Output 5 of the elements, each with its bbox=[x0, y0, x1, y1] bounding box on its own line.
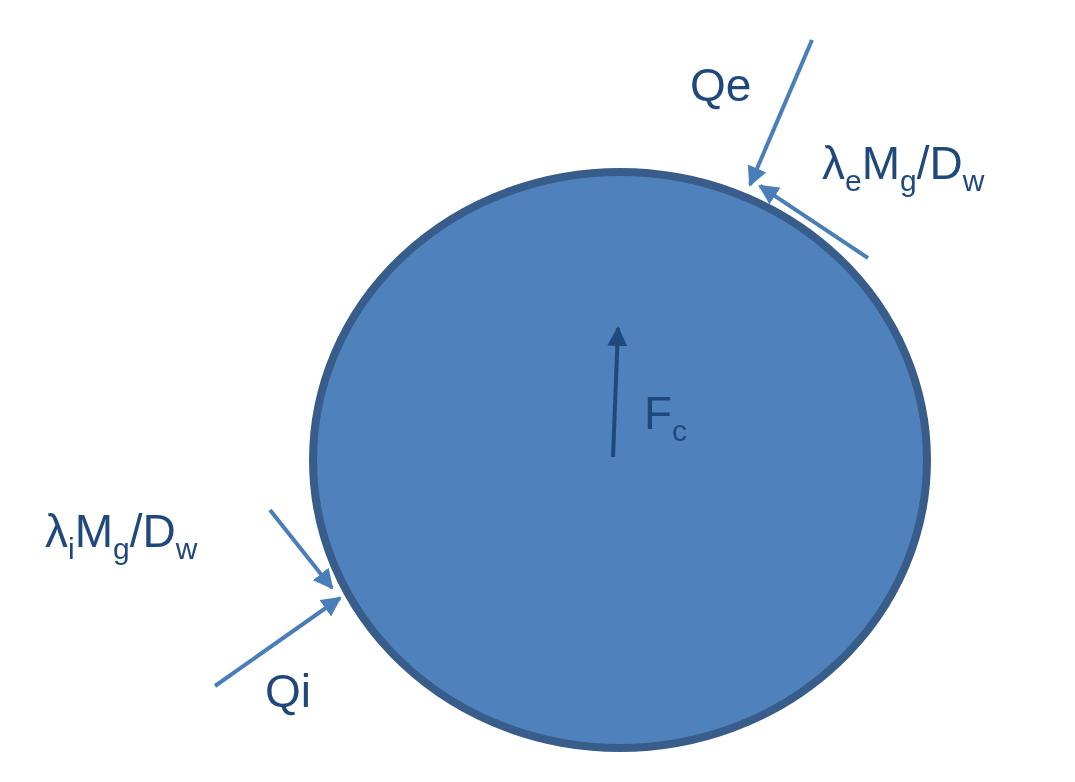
force-label: F$_{c}$ bbox=[644, 390, 688, 446]
force-label: Qe bbox=[690, 62, 752, 108]
force-label: λ$_{i}$M$_{g}$/D$_{w}$ bbox=[45, 508, 198, 564]
force-label: λ$_{e}$M$_{g}$/D$_{w}$ bbox=[822, 140, 985, 196]
force-label: Qi bbox=[265, 668, 311, 714]
